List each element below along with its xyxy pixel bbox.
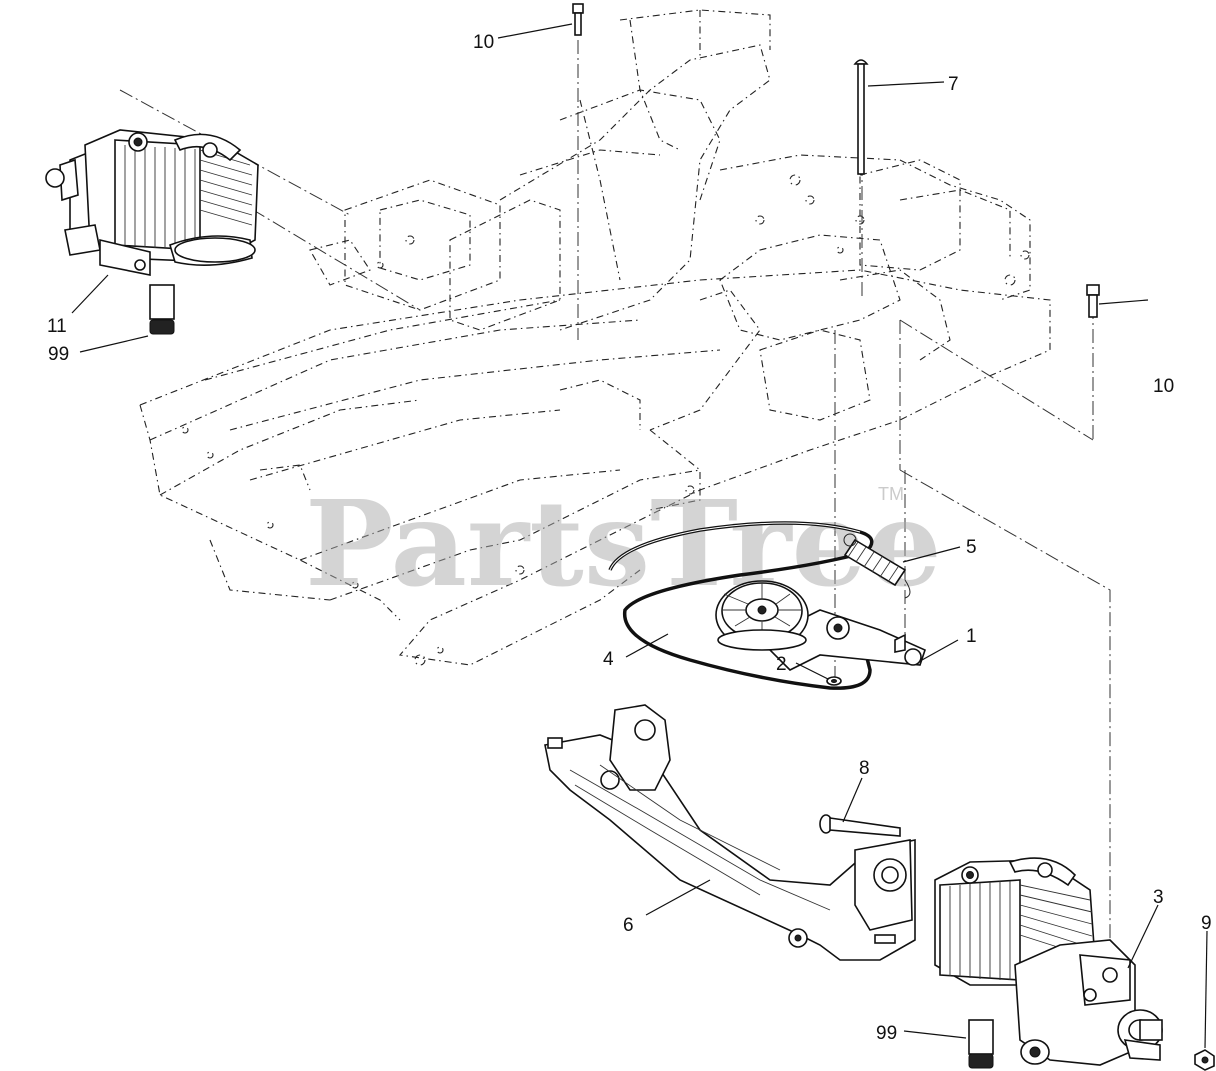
callout-bolt-right: 10 [1153,376,1174,397]
bolt-top-left [572,3,584,36]
callout-idler-washer: 2 [776,654,787,675]
callout-transaxle-right: 3 [1153,887,1164,908]
callout-transaxle-left: 11 [47,316,67,337]
extension-spring [843,533,911,599]
callout-filter-left: 99 [48,344,69,365]
mount-bolt [819,814,901,837]
watermark-brand: PartsTree [305,474,942,613]
mower-frame [139,9,1051,666]
callout-bolt-top-left: 10 [473,32,494,53]
leader-lines [71,23,1208,1049]
callout-idler-arm: 1 [966,626,977,647]
right-transaxle [934,857,1163,1069]
transaxle-mount-bracket [544,704,916,961]
callout-mount-bolt: 8 [859,758,870,779]
callout-mount-bracket: 6 [623,915,634,936]
hex-nut [1194,1049,1215,1071]
idler-arm-assembly [715,580,926,686]
callout-numbers: 10 7 10 11 99 5 1 4 2 8 6 3 9 99 [47,32,1212,1044]
bolt-top-center [853,59,869,175]
callout-belt: 4 [603,649,614,670]
watermark-trademark: TM [878,484,904,504]
left-transaxle [45,129,259,335]
callout-nut: 9 [1201,913,1212,934]
bolt-right [1086,284,1100,318]
callout-bolt-top-center: 7 [948,74,959,95]
callout-spring: 5 [966,537,977,558]
callout-filter-right: 99 [876,1023,897,1044]
